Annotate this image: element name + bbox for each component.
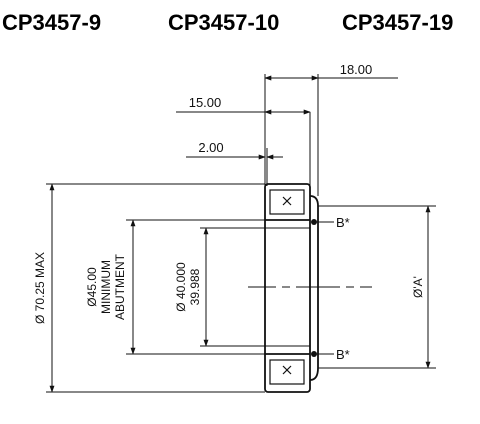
bearing-outline — [264, 183, 319, 393]
part-number-2: CP3457-10 — [168, 10, 280, 35]
dimension-2: 2.00 — [186, 140, 283, 160]
upper-roller-section — [269, 189, 305, 215]
dimension-2-label: 2.00 — [198, 140, 223, 155]
lower-roller-section — [269, 359, 305, 385]
part-number-header: CP3457-9 CP3457-10 CP3457-19 — [0, 0, 480, 44]
abutment-label-line2: ABUTMENT — [113, 253, 127, 320]
dimension-18: 18.00 — [264, 62, 398, 81]
part-number-1: CP3457-9 — [2, 10, 102, 35]
part-number-3: CP3457-19 — [342, 10, 454, 35]
callout-lower: B* — [311, 347, 350, 362]
extension-lines — [264, 74, 319, 196]
callout-upper: B* — [311, 215, 350, 230]
dimension-18-label: 18.00 — [340, 62, 373, 77]
diameter-dimension-lines — [49, 183, 431, 393]
callout-upper-label: B* — [336, 215, 350, 230]
dimension-15-label: 15.00 — [189, 95, 222, 110]
bore-diameter-upper: Ø 40.000 — [174, 262, 188, 312]
abutment-diameter-value: Ø45.00 — [85, 267, 99, 307]
callout-lower-label: B* — [336, 347, 350, 362]
bore-diameter-lower: 39.988 — [188, 268, 202, 305]
outer-diameter-label: Ø 70.25 MAX — [33, 252, 47, 324]
dimension-15: 15.00 — [176, 95, 311, 115]
ref-diameter-label: Ø'A' — [411, 276, 425, 298]
abutment-label-line1: MINIMUM — [99, 260, 113, 314]
